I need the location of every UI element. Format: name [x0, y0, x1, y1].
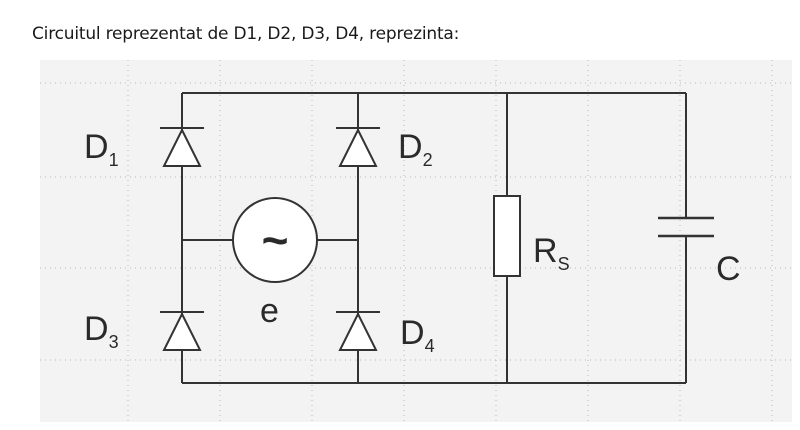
ac-source: ~: [232, 197, 318, 283]
circuit-diagram-panel: [40, 60, 792, 422]
label-d1: D1: [84, 128, 119, 170]
capacitor-c: [658, 216, 714, 238]
diode-d4: [336, 311, 380, 351]
diode-d2: [336, 127, 380, 167]
resistor-rs: [493, 195, 521, 277]
diode-d3: [160, 311, 204, 351]
grid: [40, 60, 792, 422]
label-c: C: [716, 250, 741, 288]
label-d3: D3: [84, 310, 119, 352]
label-rs: RS: [533, 232, 570, 274]
label-d2: D2: [398, 128, 433, 170]
label-d4: D4: [400, 314, 435, 356]
ac-symbol: ~: [262, 214, 289, 266]
diode-d1: [160, 127, 204, 167]
label-e: e: [260, 292, 279, 330]
question-text: Circuitul reprezentat de D1, D2, D3, D4,…: [32, 24, 460, 44]
